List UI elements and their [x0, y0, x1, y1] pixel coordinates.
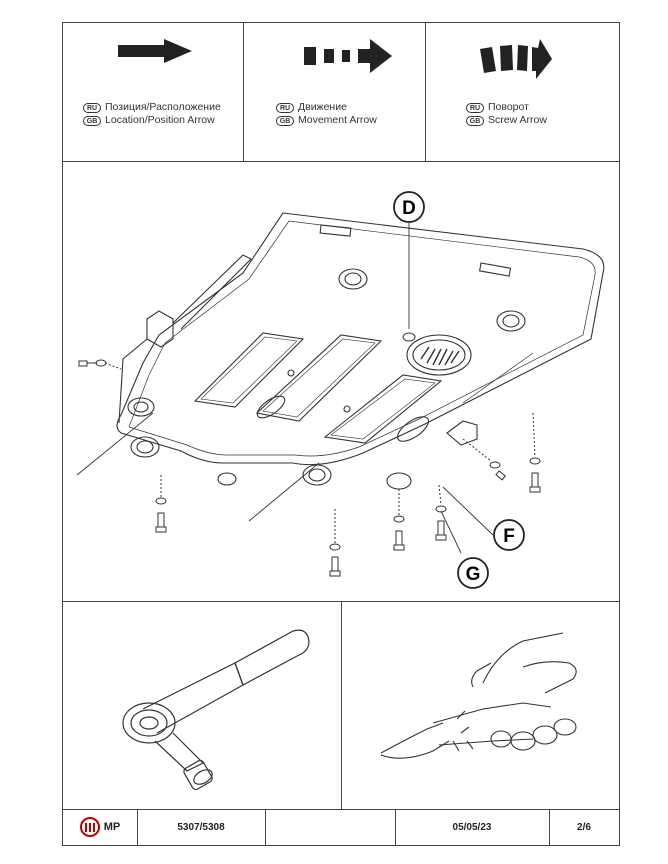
footer-divider [63, 809, 619, 810]
callout-d: D [393, 191, 425, 223]
ru-flag-icon: RU [466, 102, 484, 113]
gb-flag-icon: GB [466, 115, 484, 126]
nut-d [402, 332, 416, 342]
svg-text:G: G [466, 564, 481, 585]
legend-screw-arrow: RU Поворот GB Screw Arrow [426, 23, 619, 161]
legend-divider [63, 161, 619, 162]
legend-movement-arrow: RU Движение GB Movement Arrow [244, 23, 424, 161]
ratchet-wrench-icon [122, 629, 310, 791]
bolt-bottom-3 [393, 515, 405, 551]
legend-gb-label: Location/Position Arrow [105, 114, 215, 126]
slot-3 [323, 374, 443, 444]
ru-flag-icon: RU [83, 102, 101, 113]
skid-plate-assembly-diagram: D F G [76, 191, 605, 589]
bolt-right-1 [529, 457, 541, 493]
legend-gb-label: Movement Arrow [298, 114, 377, 126]
gb-flag-icon: GB [276, 115, 294, 126]
legend-ru-label: Движение [298, 101, 347, 113]
gb-flag-icon: GB [83, 115, 101, 126]
movement-arrow-icon [304, 39, 392, 73]
part-number: 5307/5308 [177, 821, 225, 833]
legend-col-divider-2 [425, 23, 426, 161]
page-number: 2/6 [577, 821, 591, 833]
legend-ru-label: Позиция/Расположение [105, 101, 221, 113]
bolt-right-2 [489, 461, 507, 481]
legend-location-arrow: RU Позиция/Расположение GB Location/Positi… [63, 23, 243, 161]
bolt-bottom-4 [435, 505, 447, 541]
tools-col-divider [341, 601, 342, 809]
legend-ru-label: Поворот [488, 101, 529, 113]
skid-plate-outline [116, 212, 605, 466]
vent-grille [406, 334, 472, 376]
logo-text: MP [103, 821, 121, 833]
bolt-left-top [78, 359, 107, 367]
legend-gb-label: Screw Arrow [488, 114, 547, 126]
bolt-bottom-2 [329, 543, 341, 577]
screw-arrow-icon [480, 39, 552, 79]
ru-flag-icon: RU [276, 102, 294, 113]
footer-table: MP 5307/5308 05/05/23 2/6 [63, 809, 619, 845]
svg-text:F: F [503, 526, 515, 547]
wire-cutters-in-hand-icon [380, 632, 577, 759]
callout-f: F [493, 519, 525, 551]
document-date: 05/05/23 [452, 821, 492, 833]
slot-2 [255, 334, 383, 422]
footer-blank-cell [265, 809, 395, 845]
svg-text:D: D [402, 198, 416, 219]
instruction-page: RU Позиция/Расположение GB Location/Positi… [62, 22, 620, 846]
location-position-arrow-icon [118, 39, 192, 63]
mp-logo-icon [79, 817, 100, 837]
slot-1 [193, 332, 305, 408]
bolt-bottom-1 [155, 497, 167, 533]
brand-logo: MP [63, 809, 137, 845]
legend-col-divider-1 [243, 23, 244, 161]
callout-g: G [457, 557, 489, 589]
